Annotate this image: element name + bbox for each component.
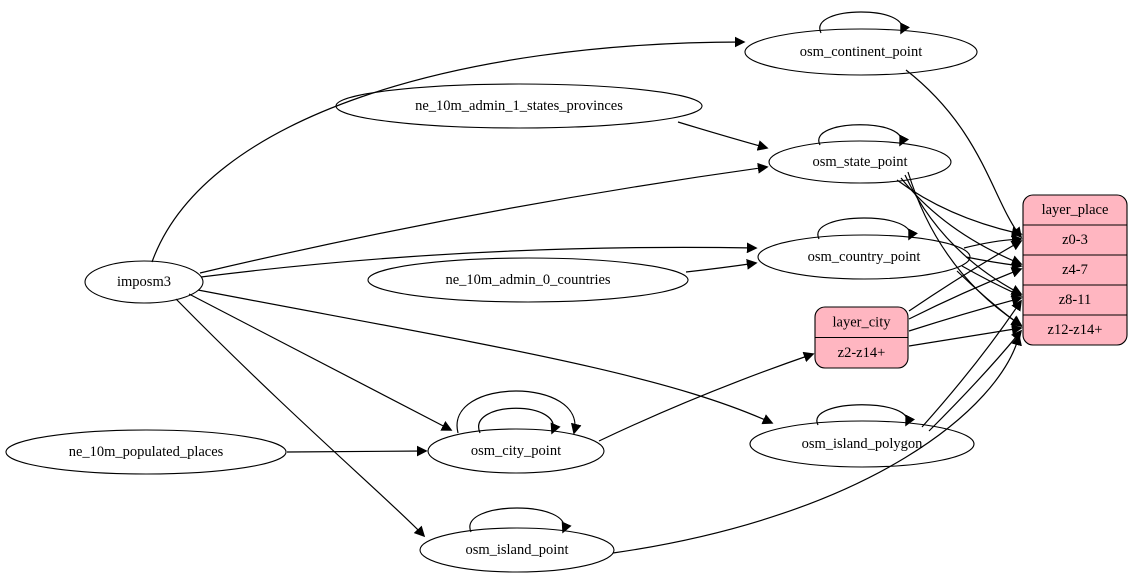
self-loop-osm_city_point-3 [456,390,582,435]
node-layer_city: layer_city z2-z14+ [814,306,909,369]
node-osm_state_point: osm_state_point [768,140,952,184]
node-layer_place: layer_place z0-3 z4-7 z8-11 z12-z14+ [1022,194,1128,346]
ne_10m_admin_1_states_provinces-label: ne_10m_admin_1_states_provinces [415,98,623,114]
self-loop-osm_island_polygon-5 [816,404,916,427]
imposm3-label: imposm3 [117,274,171,290]
layer_place-record-box [1022,194,1128,346]
edge-osm_island_point-to-layer_place-row4 [612,334,1022,554]
osm_state_point-label: osm_state_point [812,154,907,170]
node-osm_island_point: osm_island_point [419,527,615,573]
edge-layer_city-to-layer_place-row3 [908,295,1023,332]
osm_continent_point-ellipse [744,28,978,76]
osm_country_point-label: osm_country_point [808,249,921,265]
osm_island_point-label: osm_island_point [465,542,568,558]
edge-osm_state_point-to-layer_place-row1 [896,179,1023,238]
layer_city-row-0: layer_city [833,314,892,330]
self-loop-osm_state_point-1 [818,124,910,147]
node-ne_10m_admin_0_countries: ne_10m_admin_0_countries [367,257,689,303]
ne_10m_populated_places-label: ne_10m_populated_places [69,444,224,460]
edge-layer_city-to-layer_place-row2 [908,267,1023,320]
node-imposm3: imposm3 [84,260,204,304]
edge-imposm3-to-osm_continent_point [151,36,746,263]
osm_island_point-ellipse [419,527,615,573]
node-osm_city_point: osm_city_point [427,428,605,474]
node-osm_island_polygon: osm_island_polygon [749,420,975,468]
layer_place-row-2: z4-7 [1062,262,1088,278]
edge-ne_10m_admin_1_states_provinces-to-osm_state_point [677,121,769,151]
osm_island_polygon-label: osm_island_polygon [802,436,924,452]
edge-osm_country_point-to-layer_place-row2 [965,256,1023,271]
edge-osm_island_polygon-to-layer_place-row3 [921,299,1022,428]
nodes-layer: imposm3 ne_10m_admin_1_states_provincesne… [5,28,1128,573]
osm_continent_point-label: osm_continent_point [800,44,922,60]
node-ne_10m_admin_1_states_provinces: ne_10m_admin_1_states_provinces [335,83,703,129]
osm_country_point-ellipse [757,234,971,280]
edge-ne_10m_populated_places-to-osm_city_point [286,445,428,457]
edges-layer [151,11,1023,554]
self-loop-osm_island_point-6 [469,507,572,534]
edge-layer_city-to-layer_place-row4 [908,324,1023,347]
edge-osm_country_point-to-layer_place-row3 [961,265,1023,298]
edge-osm_island_polygon-to-layer_place-row4 [928,329,1023,432]
layer_place-row-1: z0-3 [1062,232,1088,248]
edge-osm_country_point-to-layer_place-row4 [956,270,1023,327]
edge-imposm3-to-osm_city_point [188,293,453,431]
osm_state_point-ellipse [768,140,952,184]
imposm3-ellipse [84,260,204,304]
edge-imposm3-to-osm_country_point [200,242,758,278]
layer_place-row-4: z12-z14+ [1048,322,1103,338]
self-loop-osm_continent_point-0 [819,11,910,35]
self-loop-osm_city_point-4 [478,407,561,435]
edge-layer_city-to-layer_place-row1 [908,240,1023,312]
edge-imposm3-to-osm_island_point [175,298,426,538]
edge-imposm3-to-osm_island_polygon [197,289,774,425]
osm_city_point-label: osm_city_point [471,443,561,459]
edge-osm_country_point-to-layer_place-row1 [963,233,1023,249]
layer_place-row-0: layer_place [1042,202,1109,218]
node-osm_continent_point: osm_continent_point [744,28,978,76]
edge-osm_city_point-to-layer_city-row1 [598,351,815,442]
self-loop-osm_country_point-2 [817,217,918,241]
edge-ne_10m_admin_0_countries-to-osm_country_point [685,258,758,273]
layer_place-row-3: z8-11 [1059,292,1091,308]
layer_city-row-1: z2-z14+ [838,345,886,361]
ne_10m_admin_0_countries-ellipse [367,257,689,303]
ne_10m_populated_places-ellipse [5,429,287,475]
ne_10m_admin_0_countries-label: ne_10m_admin_0_countries [445,272,610,288]
edge-osm_state_point-to-layer_place-row3 [904,174,1023,295]
osm_city_point-ellipse [427,428,605,474]
node-osm_country_point: osm_country_point [757,234,971,280]
osm_island_polygon-ellipse [749,420,975,468]
node-ne_10m_populated_places: ne_10m_populated_places [5,429,287,475]
edge-imposm3-to-osm_state_point [199,162,769,274]
edge-osm_state_point-to-layer_place-row2 [900,177,1023,266]
edge-osm_continent_point-to-layer_place-row1 [905,69,1022,239]
